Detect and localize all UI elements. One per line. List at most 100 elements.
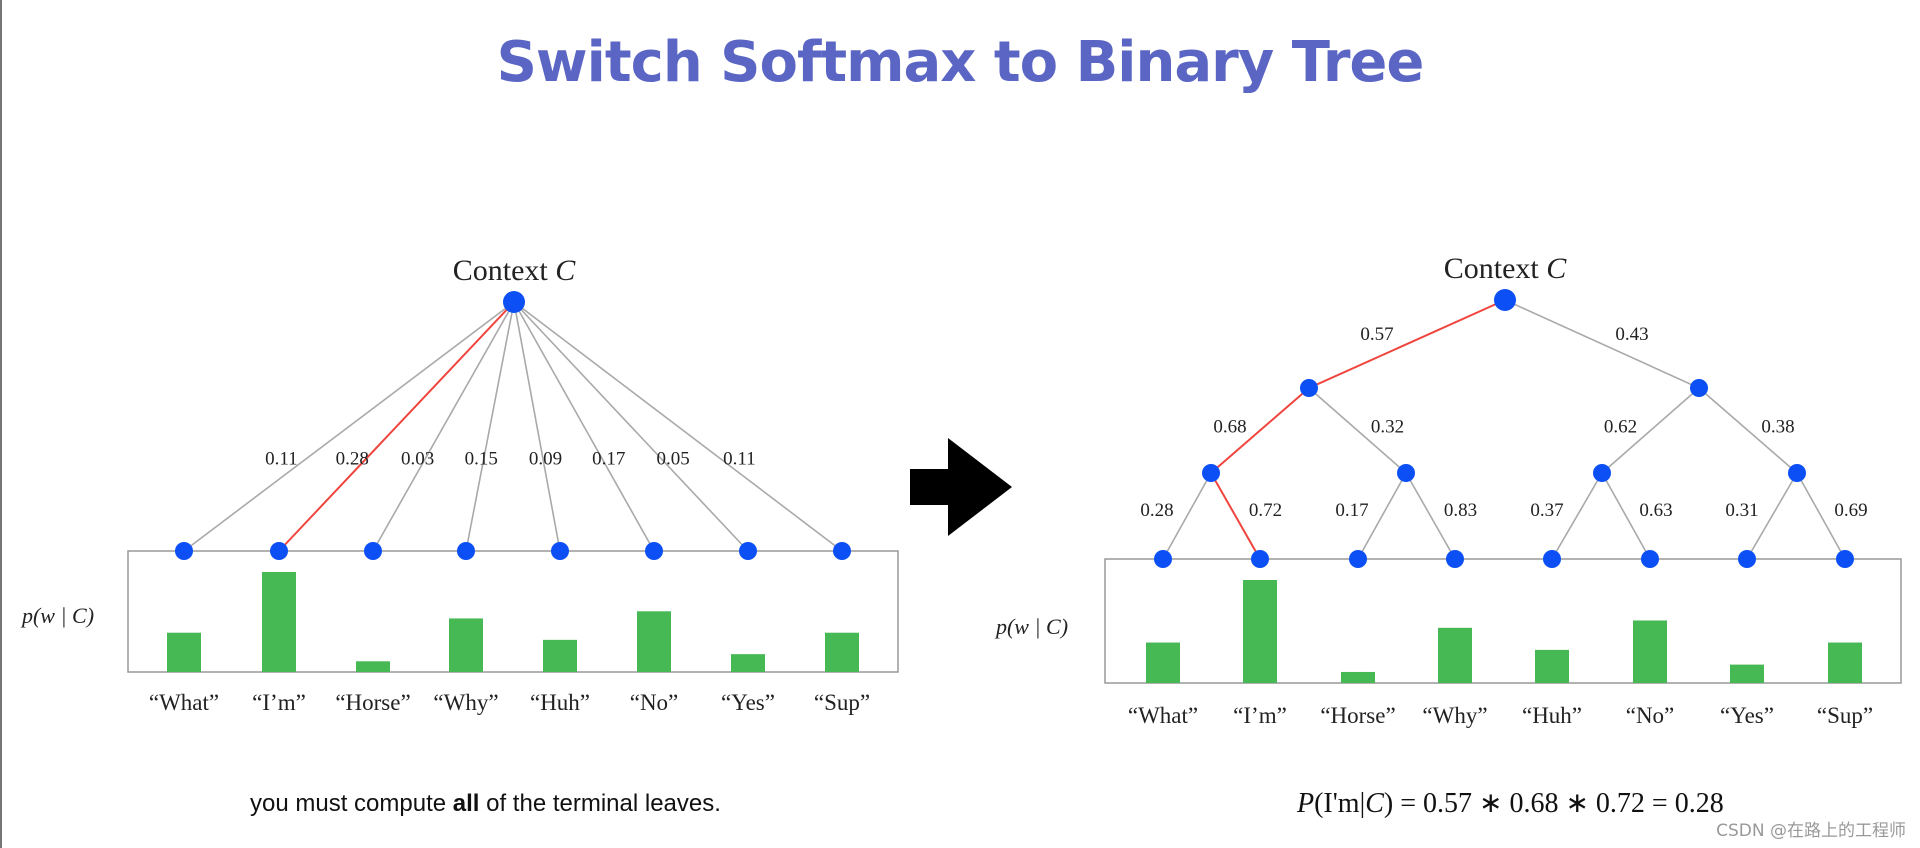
- caption-post: of the terminal leaves.: [479, 790, 721, 817]
- left-axis-label: p(w | C): [20, 603, 94, 628]
- right-leaf-node-2: [1349, 550, 1367, 568]
- right-edge-l3-1: [1210, 472, 1261, 560]
- right-prob-l1-1: 0.43: [1615, 324, 1648, 345]
- right-prob-l2-0: 0.68: [1213, 417, 1246, 438]
- left-leaf-node-1: [270, 542, 288, 560]
- left-bar-0: [167, 632, 201, 672]
- left-edge-prob-6: 0.05: [656, 448, 689, 469]
- left-edge-1: [278, 301, 515, 552]
- left-bar-5: [637, 611, 671, 672]
- right-bar-1: [1243, 580, 1277, 683]
- right-prob-l1-0: 0.57: [1360, 324, 1393, 345]
- left-edge-6: [513, 301, 749, 552]
- right-prob-l3-6: 0.31: [1725, 500, 1758, 521]
- left-bar-4: [543, 639, 577, 672]
- left-edge-prob-1: 0.28: [336, 448, 369, 469]
- left-edge-4: [513, 301, 561, 552]
- right-bar-0: [1146, 642, 1180, 683]
- right-prob-l3-3: 0.83: [1444, 500, 1477, 521]
- left-bar-2: [356, 661, 390, 672]
- right-category-label-1: “I’m”: [1233, 703, 1287, 728]
- right-leaf-node-6: [1738, 550, 1756, 568]
- right-category-label-7: “Sup”: [1817, 703, 1873, 728]
- right-category-label-4: “Huh”: [1522, 703, 1582, 728]
- left-edge-prob-7: 0.11: [723, 448, 756, 469]
- left-edge-prob-5: 0.17: [592, 448, 625, 469]
- left-bar-frame: [127, 550, 899, 673]
- left-edge-3: [465, 301, 515, 552]
- formula-rhs: ) = 0.57 ∗ 0.68 ∗ 0.72 = 0.28: [1383, 788, 1724, 819]
- right-edge-l3-5: [1601, 472, 1651, 560]
- right-category-label-5: “No”: [1626, 703, 1675, 728]
- right-bar-6: [1730, 664, 1764, 683]
- left-root-node: [503, 291, 525, 313]
- right-prob-l3-1: 0.72: [1249, 500, 1282, 521]
- right-edge-l2-0: [1210, 387, 1310, 474]
- right-arrow-icon: [910, 438, 1012, 536]
- right-category-label-0: “What”: [1128, 703, 1198, 728]
- left-edge-prob-4: 0.09: [529, 448, 562, 469]
- right-edge-l3-2: [1357, 472, 1407, 560]
- left-edge-prob-3: 0.15: [465, 448, 498, 469]
- left-edge-0: [183, 301, 515, 552]
- left-root-label: Context C: [453, 254, 577, 287]
- right-prob-l3-4: 0.37: [1530, 500, 1563, 521]
- left-bar-6: [731, 654, 765, 672]
- right-bar-5: [1633, 620, 1667, 683]
- right-leaf-node-0: [1154, 550, 1172, 568]
- left-leaf-node-7: [833, 542, 851, 560]
- right-prob-l2-3: 0.38: [1761, 417, 1794, 438]
- caption-pre: you must compute: [250, 790, 453, 817]
- left-edge-2: [372, 301, 515, 552]
- right-leaf-node-7: [1836, 550, 1854, 568]
- left-leaf-node-5: [645, 542, 663, 560]
- right-edge-l3-7: [1796, 472, 1846, 560]
- right-prob-l3-2: 0.17: [1335, 500, 1368, 521]
- left-border-rule: [0, 0, 2, 848]
- left-category-label-1: “I’m”: [252, 690, 306, 715]
- right-edge-l1-1: [1504, 299, 1700, 389]
- right-l2-node-1: [1397, 464, 1415, 482]
- right-prob-l3-5: 0.63: [1639, 500, 1672, 521]
- left-leaf-node-3: [457, 542, 475, 560]
- left-category-label-5: “No”: [630, 690, 679, 715]
- left-category-label-6: “Yes”: [721, 690, 775, 715]
- left-category-label-4: “Huh”: [530, 690, 590, 715]
- right-bar-7: [1828, 642, 1862, 683]
- right-leaf-node-3: [1446, 550, 1464, 568]
- right-leaf-node-4: [1543, 550, 1561, 568]
- right-l2-node-3: [1788, 464, 1806, 482]
- left-bar-1: [262, 572, 296, 672]
- left-caption: you must compute all of the terminal lea…: [250, 790, 721, 818]
- left-edge-prob-0: 0.11: [265, 448, 298, 469]
- left-category-label-3: “Why”: [433, 690, 498, 715]
- left-bar-3: [449, 618, 483, 672]
- right-edge-l3-0: [1162, 472, 1212, 560]
- right-bar-2: [1341, 671, 1375, 683]
- right-axis-label: p(w | C): [994, 614, 1068, 639]
- left-edge-5: [513, 301, 655, 552]
- caption-bold: all: [452, 790, 480, 817]
- right-bar-3: [1438, 627, 1472, 683]
- right-prob-l2-1: 0.32: [1371, 417, 1404, 438]
- right-bar-4: [1535, 649, 1569, 683]
- right-l1-node-0: [1300, 379, 1318, 397]
- formula-c: C: [1365, 788, 1384, 819]
- right-bar-frame: [1104, 558, 1902, 684]
- left-category-label-2: “Horse”: [335, 690, 410, 715]
- right-edge-l3-6: [1746, 472, 1798, 560]
- right-edge-l2-1: [1308, 387, 1407, 474]
- formula-arg: (I'm|: [1314, 788, 1366, 819]
- left-leaf-node-4: [551, 542, 569, 560]
- right-edge-l1-0: [1308, 299, 1506, 389]
- right-edge-l3-3: [1405, 472, 1456, 560]
- watermark: CSDN @在路上的工程师: [1716, 821, 1906, 841]
- right-prob-l3-0: 0.28: [1140, 500, 1173, 521]
- right-prob-l3-7: 0.69: [1834, 500, 1867, 521]
- left-edge-prob-2: 0.03: [401, 448, 434, 469]
- right-prob-l2-2: 0.62: [1604, 417, 1637, 438]
- right-l2-node-0: [1202, 464, 1220, 482]
- right-category-label-6: “Yes”: [1720, 703, 1774, 728]
- left-leaf-node-2: [364, 542, 382, 560]
